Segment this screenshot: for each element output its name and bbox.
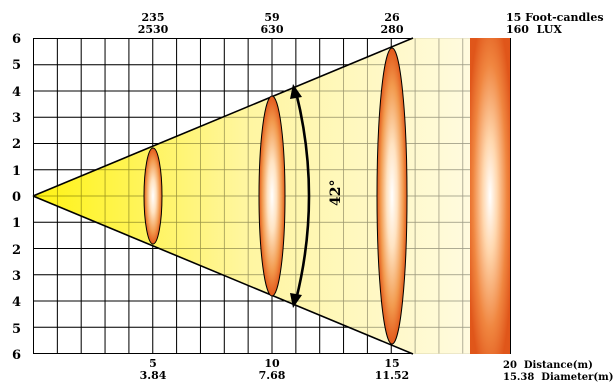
end-spot (470, 38, 510, 354)
distance-10m: 10 (264, 357, 280, 370)
y-tick-bottom-4: 4 (12, 295, 21, 310)
y-tick-bottom-1: 1 (12, 216, 21, 231)
angle-arrow-bottom (290, 293, 302, 308)
y-tick-bottom-5: 5 (12, 322, 21, 337)
angle-label: 42° (328, 180, 344, 206)
spot-5m (143, 147, 163, 245)
top-labels: 235 2530 59 630 26 280 (138, 11, 404, 36)
y-tick-bottom-6: 6 (12, 348, 21, 363)
y-tick-top-3: 3 (12, 111, 21, 126)
distance-20m: 20 Distance(m) (503, 360, 593, 371)
y-tick-top-1: 1 (12, 164, 21, 179)
lux-5m: 2530 (138, 23, 169, 36)
beam-edge-bottom (32, 195, 414, 355)
y-tick-top-6: 6 (12, 32, 21, 47)
lux-20m: 160 LUX (506, 23, 562, 36)
y-tick-bottom-2: 2 (12, 243, 21, 258)
foot-candles-20m: 15 Foot-candles (506, 11, 604, 24)
distance-5m: 5 (149, 357, 157, 370)
y-tick-bottom-3: 3 (12, 269, 21, 284)
beam-edge-top (32, 37, 414, 197)
angle-arrow-top (290, 84, 302, 99)
bottom-labels: 5 3.84 10 7.68 15 11.52 (140, 357, 410, 382)
angle-arc (294, 91, 311, 301)
y-tick-top-2: 2 (12, 137, 21, 152)
y-tick-top-5: 5 (12, 58, 21, 73)
y-tick-top-4: 4 (12, 85, 21, 100)
foot-candles-15m: 26 (384, 11, 400, 24)
diameter-20m: 15.38 Diameter(m) (503, 372, 613, 383)
y-tick-center: 0 (12, 190, 21, 205)
distance-15m: 15 (384, 357, 399, 370)
lux-15m: 280 (381, 23, 404, 36)
spot-15m (376, 47, 408, 345)
diameter-5m: 3.84 (140, 369, 167, 382)
diameter-15m: 11.52 (375, 369, 409, 382)
lux-10m: 630 (261, 23, 284, 36)
foot-candles-5m: 235 (142, 11, 165, 24)
y-axis-labels: 6 5 4 3 2 1 0 1 2 3 4 5 6 (12, 32, 21, 363)
foot-candles-10m: 59 (264, 11, 279, 24)
spot-10m (258, 95, 286, 297)
diameter-10m: 7.68 (259, 369, 286, 382)
